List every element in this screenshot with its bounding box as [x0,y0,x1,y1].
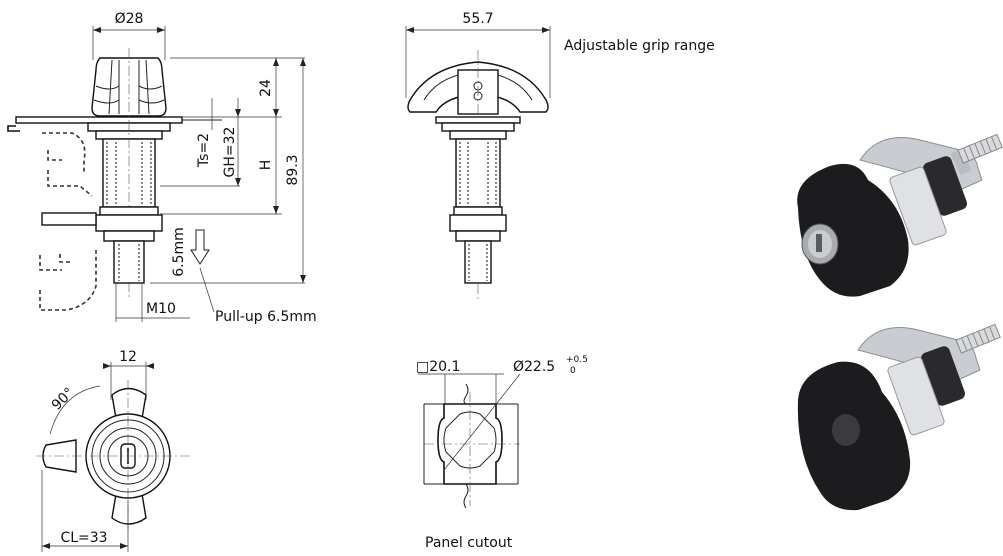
dimension-travel: 6.5mm [171,227,187,277]
tolerance-upper: +0.5 [566,355,588,365]
dimension-thread-m10: M10 [146,301,176,317]
product-photo-bottom [797,323,1001,511]
dimension-cl-33: CL=33 [60,530,107,546]
dimension-diameter-28: Ø28 [115,11,144,27]
dimension-24: 24 [258,79,274,97]
dimension-89-3: 89.3 [285,154,301,185]
tolerance-lower: 0 [570,366,576,376]
dimension-angle-90: 90° [49,385,78,414]
dimension-h: H [258,160,274,171]
pull-up-label: Pull-up 6.5mm [215,309,317,325]
dimension-cutout-diameter: Ø22.5 [513,359,555,375]
panel-cutout-label: Panel cutout [425,535,513,551]
grip-range-label: Adjustable grip range [564,38,715,54]
front-view: 55.7 Adjustable grip range [405,11,715,300]
arrow-down-icon [190,229,210,265]
product-photo-top [797,133,1003,297]
dimension-gh: GH=32 [222,127,238,178]
dimension-square: □20.1 [416,359,460,375]
dimension-ts: Ts=2 [196,133,212,168]
panel-cutout: □20.1 Ø22.5 +0.5 0 Panel cutout [416,355,588,551]
side-view: Ø28 [7,11,317,325]
dimension-width-12: 12 [119,349,137,365]
dimension-width-55-7: 55.7 [462,11,493,27]
top-view: 12 90° CL=33 [36,349,190,552]
